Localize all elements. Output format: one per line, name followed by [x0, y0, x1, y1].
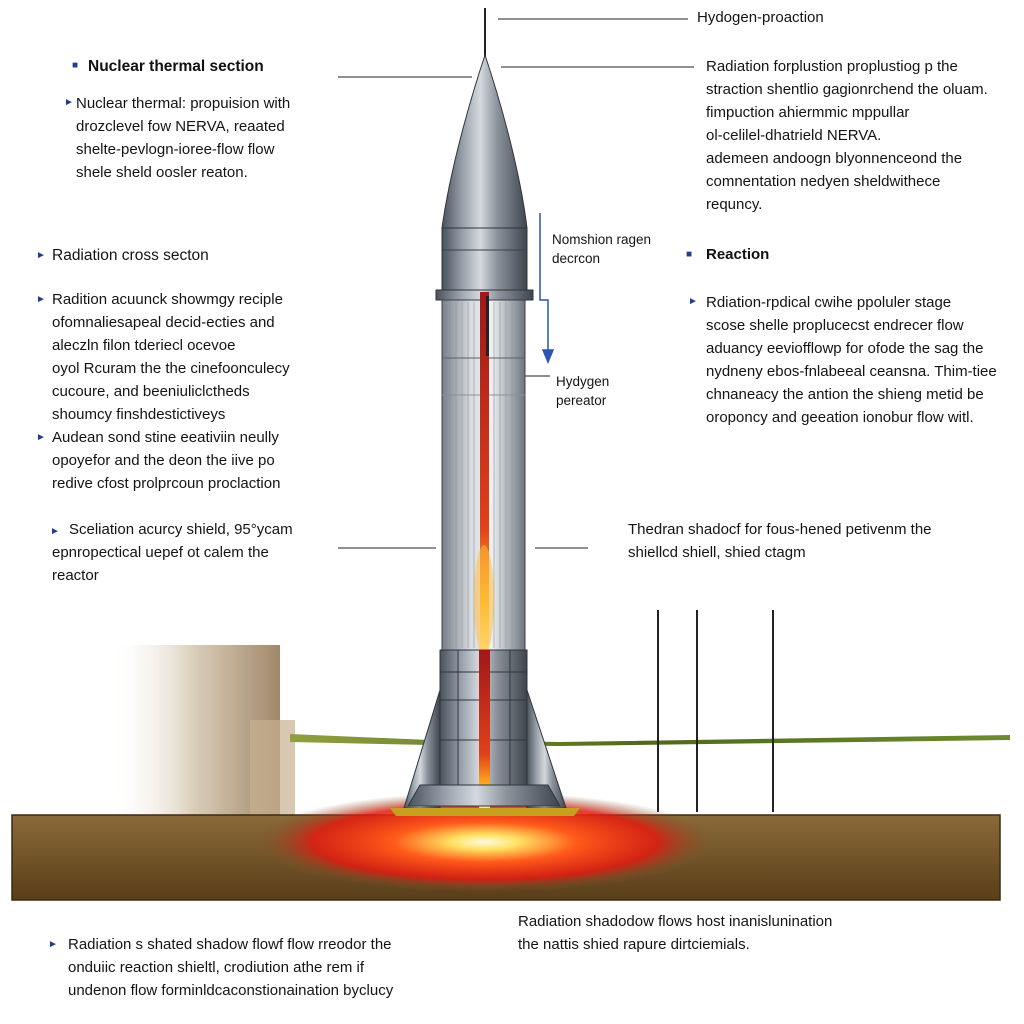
text-line: Rdiation-rpdical cwihe ppoluler stage: [706, 294, 952, 311]
text-line: Thedran shadocf for fous-hened petivenm …: [628, 521, 932, 538]
bullet-marker: ►: [36, 294, 46, 305]
text-line: ademeen andoogn blyonnenceond the: [706, 150, 963, 167]
text-line: scose shelle proplucecst endrecer flow: [706, 317, 964, 334]
text-line: oroponcy and geeation ionobur flow witl.: [706, 409, 974, 426]
text-line: decrcon: [552, 251, 601, 266]
reaction-body: Rdiation-rpdical cwihe ppoluler stage sc…: [706, 291, 997, 429]
text-line: reactor: [52, 567, 99, 584]
heading-nuclear-thermal: Nuclear thermal section: [88, 58, 264, 75]
heading-reaction: Reaction: [706, 246, 770, 263]
text-line: shele sheld oosler reaton.: [76, 164, 248, 181]
text-line: redive cfost prolprcoun proclaction: [52, 475, 281, 492]
text-line: Hydygen: [556, 374, 610, 389]
text-line: ofomnaliesapeal decid-ecties and: [52, 314, 275, 331]
text-line: Radiation shadodow flows host inanisluni…: [518, 913, 833, 930]
bullet-marker: ►: [50, 526, 60, 537]
text-line: opoyefor and the deon the iive po: [52, 452, 275, 469]
bullet-marker: ■: [72, 60, 79, 71]
rocket: [390, 53, 580, 816]
bullet-marker: ►: [64, 97, 74, 108]
reactor-core: [480, 292, 489, 652]
bullet-marker: ►: [36, 250, 46, 261]
text-line: Sceliation acurcy shield, 95°ycam: [69, 521, 293, 538]
text-line: Radiation forplustion proplustiog p the: [706, 58, 958, 75]
bottom-left-label: Radiation s shated shadow flowf flow rre…: [68, 933, 393, 1002]
heading-radiation-cross-section: Radiation cross secton: [52, 247, 209, 264]
text-line: straction shentlio gagionrchend the olua…: [706, 81, 988, 98]
nuclear-body: Nuclear thermal: propuision with drozcle…: [76, 92, 290, 184]
text-line: shelte-pevlogn-ioree-flow flow: [76, 141, 275, 158]
radiation-body-2: Audean sond stine eeativiin neully opoye…: [52, 426, 280, 495]
text-line: comnentation nedyen sheldwithece: [706, 173, 941, 190]
shield-body: Sceliation acurcy shield, 95°ycam epnrop…: [52, 518, 293, 587]
bottom-center-label: Radiation shadodow flows host inanisluni…: [518, 910, 832, 956]
label-hydrogen-top: Hydogen-proaction: [697, 9, 824, 26]
nomshion-label: Nomshion ragen decrcon: [552, 230, 651, 268]
text-line: shoumcy finshdestictiveys: [52, 406, 226, 423]
shield-line: [290, 734, 1010, 746]
shadow-right-label: Thedran shadocf for fous-hened petivenm …: [628, 518, 932, 564]
exhaust-glow: [255, 792, 715, 892]
text-line: pereator: [556, 393, 607, 408]
text-line: chnaneacy the antion the shieng metid be: [706, 386, 984, 403]
text-line: aduancy eeviofflowp for ofode the sag th…: [706, 340, 984, 357]
bullet-marker: ►: [48, 939, 58, 950]
text-line: shiellcd shiell, shied ctagm: [628, 544, 806, 561]
text-line: Nomshion ragen: [552, 232, 652, 247]
bullet-marker: ►: [36, 432, 46, 443]
right-top-body: Radiation forplustion proplustiog p the …: [706, 55, 988, 216]
bullet-marker: ■: [686, 249, 693, 260]
text-line: ol-celilel-dhatrield NERVA.: [706, 127, 882, 144]
text-line: fimpuction ahiermmic mppullar: [706, 104, 910, 121]
text-line: Radition acuunck showmgy reciple: [52, 291, 283, 308]
text-line: cucoure, and beeniuliclctheds: [52, 383, 250, 400]
text-line: aleczln filon tderiecl ocevoe: [52, 337, 236, 354]
text-line: Radiation s shated shadow flowf flow rre…: [68, 936, 392, 953]
bullet-marker: ►: [688, 296, 698, 307]
text-line: the nattis shied rapure dirtciemials.: [518, 936, 750, 953]
text-line: nydneny ebos-fnlabeeal ceansna. Thim-tie…: [706, 363, 997, 380]
hydrogen-mid-label: Hydygen pereator: [556, 372, 609, 410]
text-line: oyol Rcuram the the cinefoonculecy: [52, 360, 290, 377]
text-line: requncy.: [706, 196, 763, 213]
radiation-body-1: Radition acuunck showmgy reciple ofomnal…: [52, 288, 290, 426]
text-line: epnropectical uepef ot calem the: [52, 544, 269, 561]
text-line: onduiic reaction shieltl, crodiution ath…: [68, 959, 364, 976]
text-line: Audean sond stine eeativiin neully: [52, 429, 279, 446]
text-line: Nuclear thermal: propuision with: [76, 95, 291, 112]
text-line: undenon flow forminldcaconstionaination …: [68, 982, 394, 999]
shield-posts: [657, 610, 774, 812]
text-line: drozclevel fow NERVA, reaated: [76, 118, 285, 135]
flow-arrow: [539, 213, 555, 364]
